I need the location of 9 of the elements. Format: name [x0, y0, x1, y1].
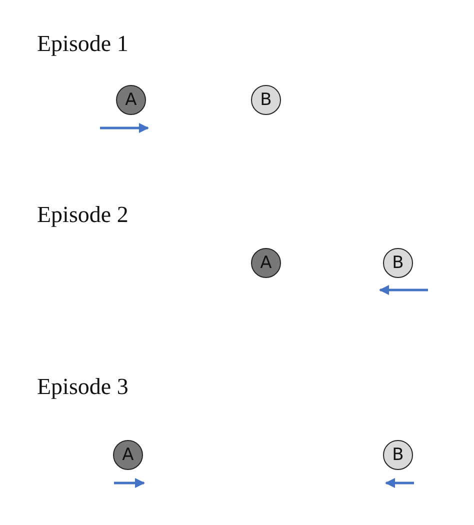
episode-heading: Episode 3	[37, 375, 128, 398]
ball-circle: A	[113, 440, 143, 470]
ball-circle: A	[251, 248, 281, 278]
episode-heading: Episode 2	[37, 203, 128, 226]
ball-circle: B	[383, 248, 413, 278]
episode-heading: Episode 1	[37, 32, 128, 55]
ball-circle: A	[116, 85, 146, 115]
ball-circle: B	[383, 440, 413, 470]
ball-circle: B	[251, 85, 281, 115]
